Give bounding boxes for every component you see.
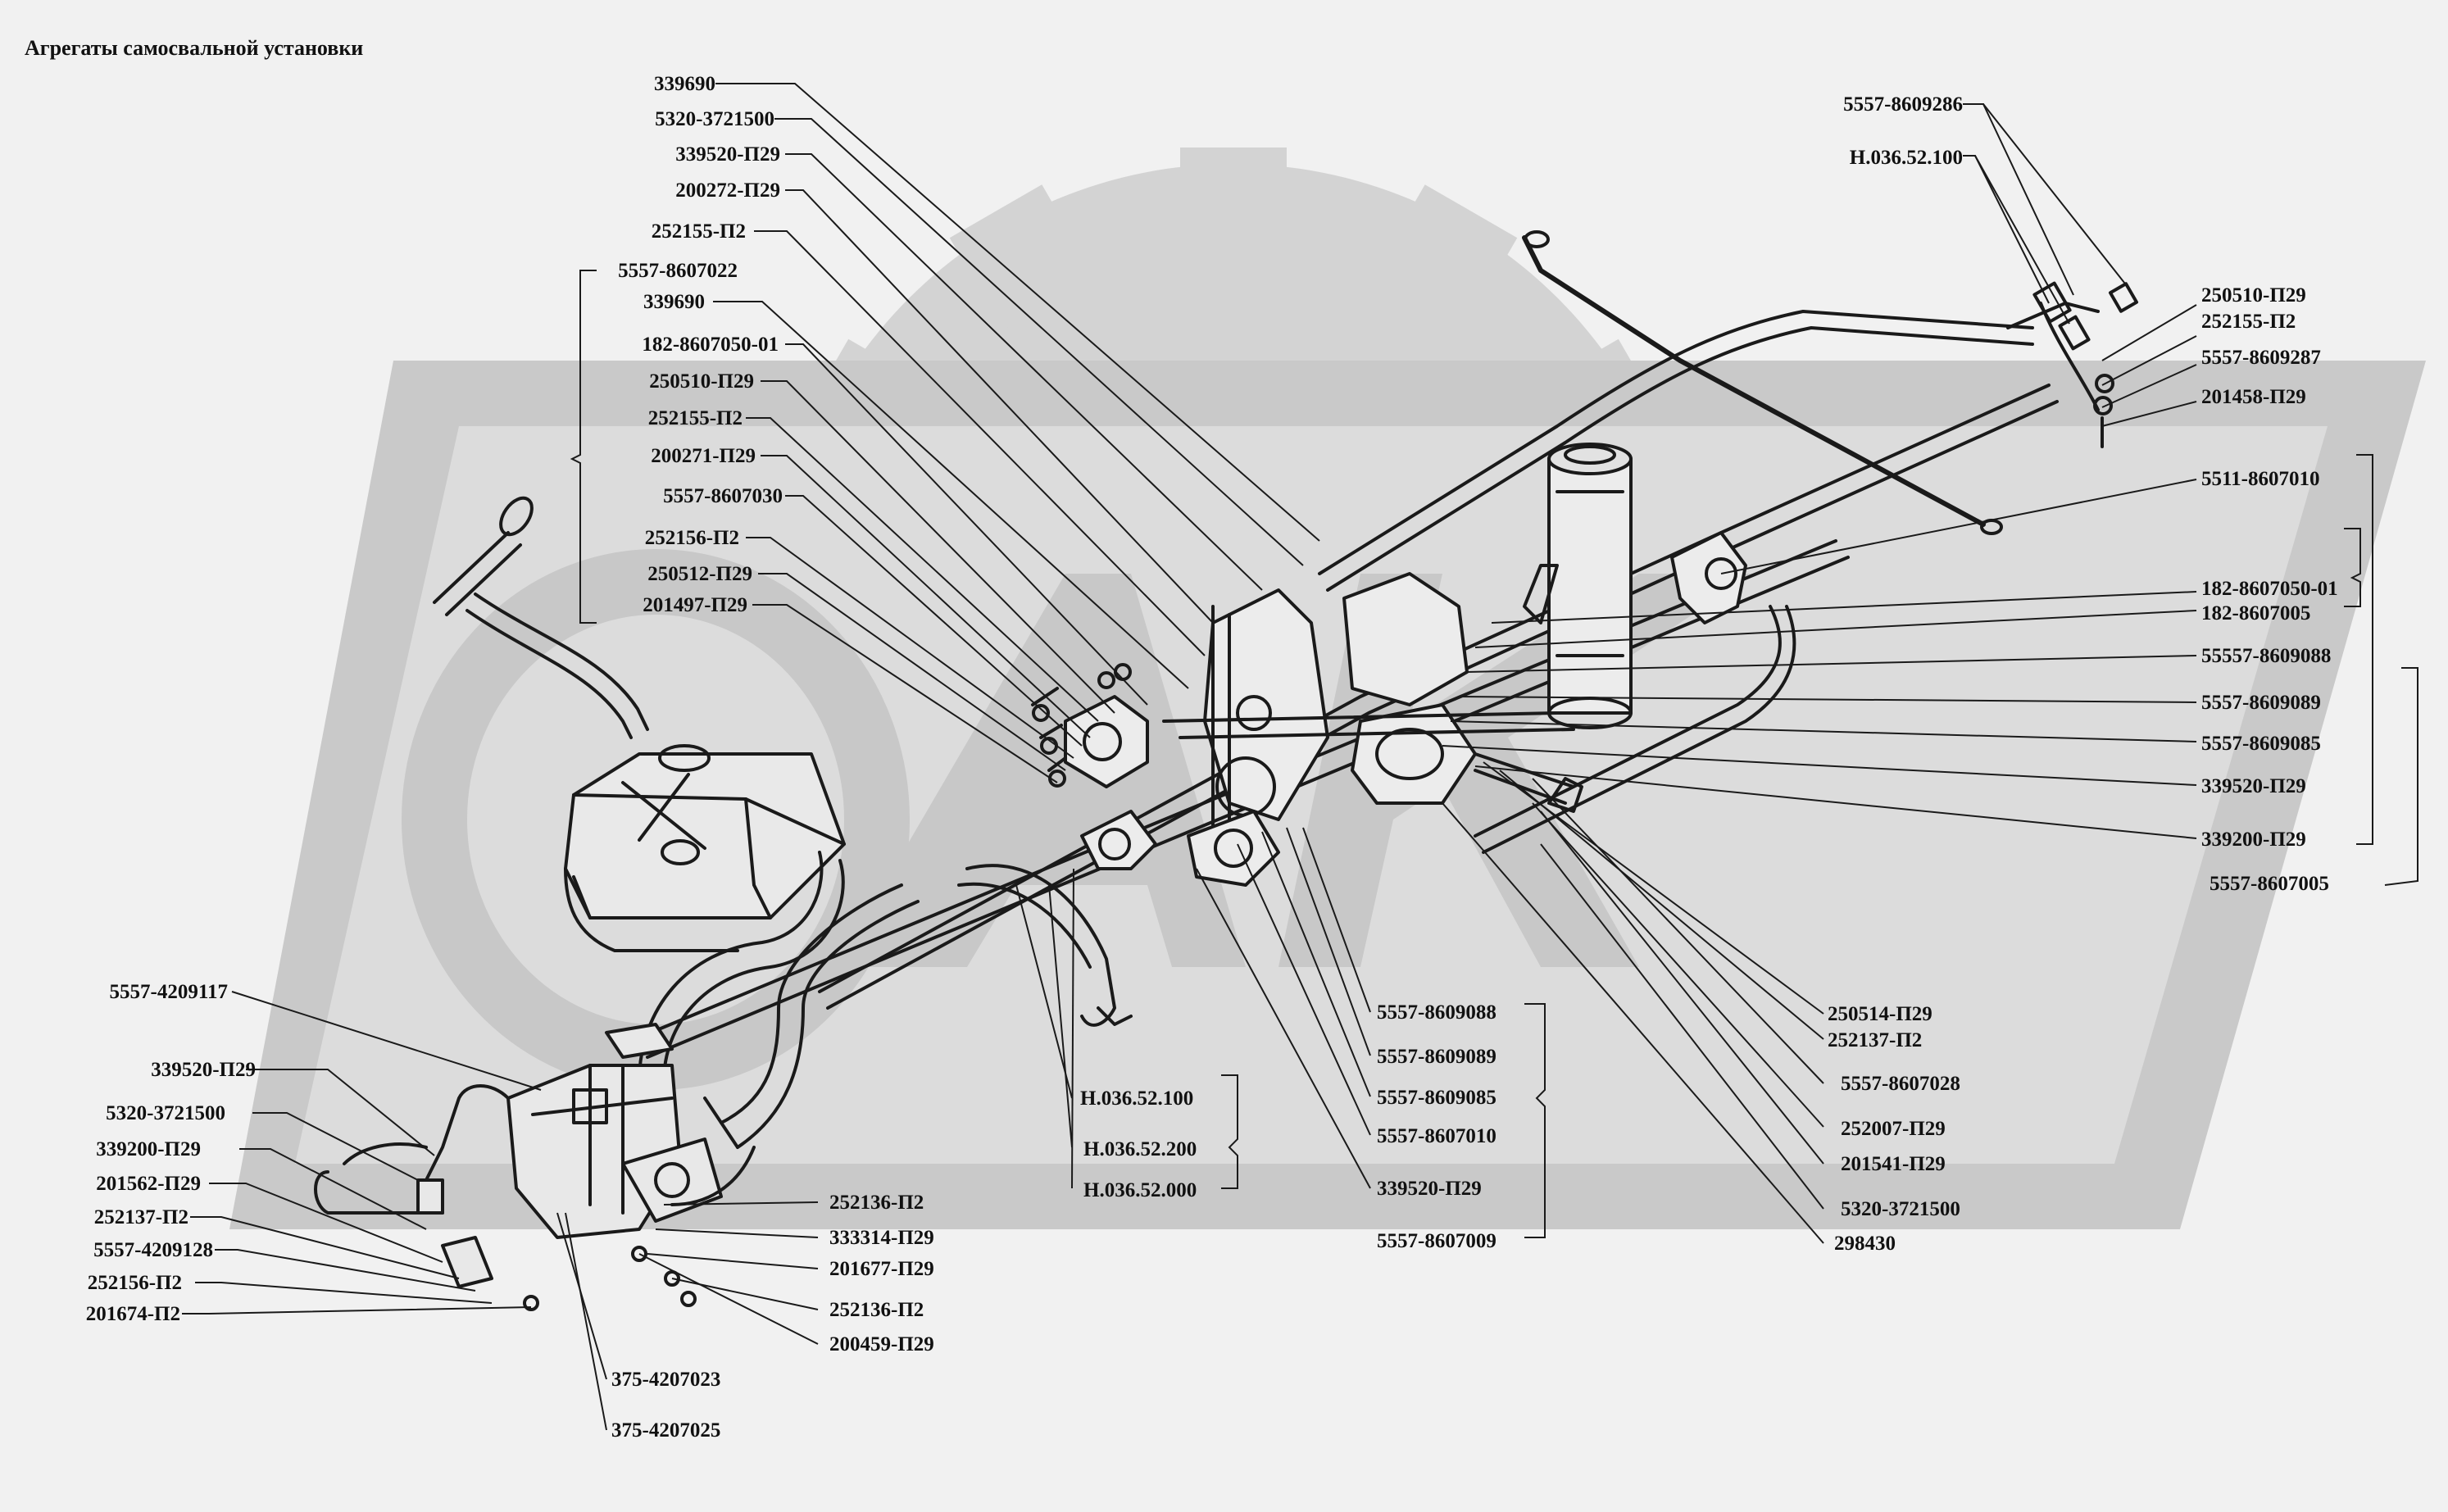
part-label-n-036-52-200: Н.036.52.200 — [1083, 1138, 1197, 1160]
part-label-375-4207023: 375-4207023 — [611, 1369, 721, 1391]
part-label-5557-8609085-b: 5557-8609085 — [1377, 1087, 1497, 1109]
part-label-252156-p2-b: 252156-П2 — [87, 1272, 182, 1294]
top-pipe — [1318, 310, 2034, 575]
leader-lines — [182, 83, 2418, 1431]
part-label-201541-p29: 201541-П29 — [1841, 1153, 1946, 1175]
part-label-250512-p29: 250512-П29 — [647, 563, 752, 585]
part-label-5320-3721500-c: 5320-3721500 — [106, 1102, 225, 1124]
part-label-5557-8609287: 5557-8609287 — [2201, 347, 2321, 369]
part-label-5557-8609089: 5557-8609089 — [2201, 692, 2321, 714]
part-label-201458-p29: 201458-П29 — [2201, 386, 2306, 408]
part-label-5557-8607028: 5557-8607028 — [1841, 1073, 1960, 1095]
part-label-5557-8609088-b: 5557-8609088 — [1377, 1001, 1497, 1024]
part-label-298430: 298430 — [1834, 1233, 1896, 1255]
part-label-55557-8609088: 55557-8609088 — [2201, 645, 2332, 667]
part-label-201674-p2: 201674-П2 — [85, 1303, 180, 1325]
top-thin-line — [1522, 235, 1986, 527]
part-label-182-8607050-01-b: 182-8607050-01 — [2201, 578, 2338, 600]
control-valve-cluster — [1162, 572, 1583, 846]
part-label-5557-8607009: 5557-8607009 — [1377, 1230, 1497, 1252]
part-label-252007-p29: 252007-П29 — [1841, 1118, 1946, 1140]
part-label-339200-p29-b: 339200-П29 — [96, 1138, 201, 1160]
pump-flange — [605, 1023, 674, 1059]
part-label-333314-p29: 333314-П29 — [829, 1227, 934, 1249]
part-label-339520-p29: 339520-П29 — [675, 143, 780, 166]
part-label-339520-p29-b: 339520-П29 — [2201, 775, 2306, 797]
part-label-375-4207025: 375-4207025 — [611, 1419, 721, 1442]
pump-assembly — [314, 1064, 723, 1311]
diagram-title: Агрегаты самосвальной установки — [25, 36, 364, 60]
part-label-n-036-52-000: Н.036.52.000 — [1083, 1179, 1197, 1201]
part-label-200272-p29: 200272-П29 — [675, 179, 780, 202]
part-label-182-8607050-01: 182-8607050-01 — [642, 334, 779, 356]
part-label-201562-p29: 201562-П29 — [96, 1173, 201, 1195]
part-label-252156-p2: 252156-П2 — [644, 527, 739, 549]
part-label-200459-p29: 200459-П29 — [829, 1333, 934, 1355]
part-label-339520-p29-c: 339520-П29 — [1377, 1178, 1482, 1200]
oil-tank — [564, 744, 846, 952]
hand-pump-handle — [433, 531, 522, 616]
lower-thin-pipe — [965, 864, 1116, 1027]
part-label-5557-8609085: 5557-8609085 — [2201, 733, 2321, 755]
part-label-5557-8609089-b: 5557-8609089 — [1377, 1046, 1497, 1068]
part-label-339690: 339690 — [654, 73, 715, 95]
part-label-252137-p2: 252137-П2 — [1828, 1029, 1923, 1051]
part-label-252155-p2: 252155-П2 — [651, 220, 746, 243]
part-label-5557-8607022: 5557-8607022 — [618, 260, 738, 282]
watermark-letter-o — [402, 549, 910, 1090]
part-label-5557-4209117: 5557-4209117 — [109, 981, 228, 1003]
part-label-5557-8607005: 5557-8607005 — [2210, 873, 2329, 895]
part-label-201497-p29: 201497-П29 — [643, 594, 747, 616]
part-label-n-036-52-100-b: Н.036.52.100 — [1080, 1087, 1194, 1110]
part-label-200271-p29: 200271-П29 — [651, 445, 756, 467]
part-label-252155-p2-b: 252155-П2 — [647, 407, 743, 429]
part-label-201677-p29: 201677-П29 — [829, 1258, 934, 1280]
center-left-valve — [1031, 663, 1280, 887]
handle-pipe — [466, 609, 633, 739]
part-label-5557-8607030: 5557-8607030 — [663, 485, 783, 507]
part-label-5557-8607010: 5557-8607010 — [1377, 1125, 1497, 1147]
equipment-drawing — [314, 230, 2139, 1311]
part-label-252136-p2-b: 252136-П2 — [829, 1299, 924, 1321]
part-label-339200-p29: 339200-П29 — [2201, 829, 2306, 851]
part-label-5320-3721500-b: 5320-3721500 — [1841, 1198, 1960, 1220]
part-label-252155-p2-c: 252155-П2 — [2201, 311, 2296, 333]
part-label-5511-8607010: 5511-8607010 — [2201, 468, 2320, 490]
part-label-5557-8609286: 5557-8609286 — [1843, 93, 1963, 116]
part-label-n-036-52-100: Н.036.52.100 — [1849, 147, 1963, 169]
right-fittings — [1474, 281, 2139, 854]
part-label-339520-p29-d: 339520-П29 — [151, 1059, 256, 1081]
part-label-250510-p29-b: 250510-П29 — [2201, 284, 2306, 306]
part-label-252137-p2-b: 252137-П2 — [93, 1206, 188, 1228]
part-label-5557-4209128: 5557-4209128 — [93, 1239, 213, 1261]
watermark-letter-a — [836, 574, 1246, 967]
part-label-5320-3721500: 5320-3721500 — [655, 108, 774, 130]
part-label-250514-p29: 250514-П29 — [1828, 1003, 1933, 1025]
part-label-182-8607005: 182-8607005 — [2201, 602, 2311, 624]
part-label-250510-p29: 250510-П29 — [649, 370, 754, 393]
tipping-cylinder — [1523, 443, 1633, 729]
part-label-339690-b: 339690 — [643, 291, 705, 313]
part-label-252136-p2: 252136-П2 — [829, 1192, 924, 1214]
